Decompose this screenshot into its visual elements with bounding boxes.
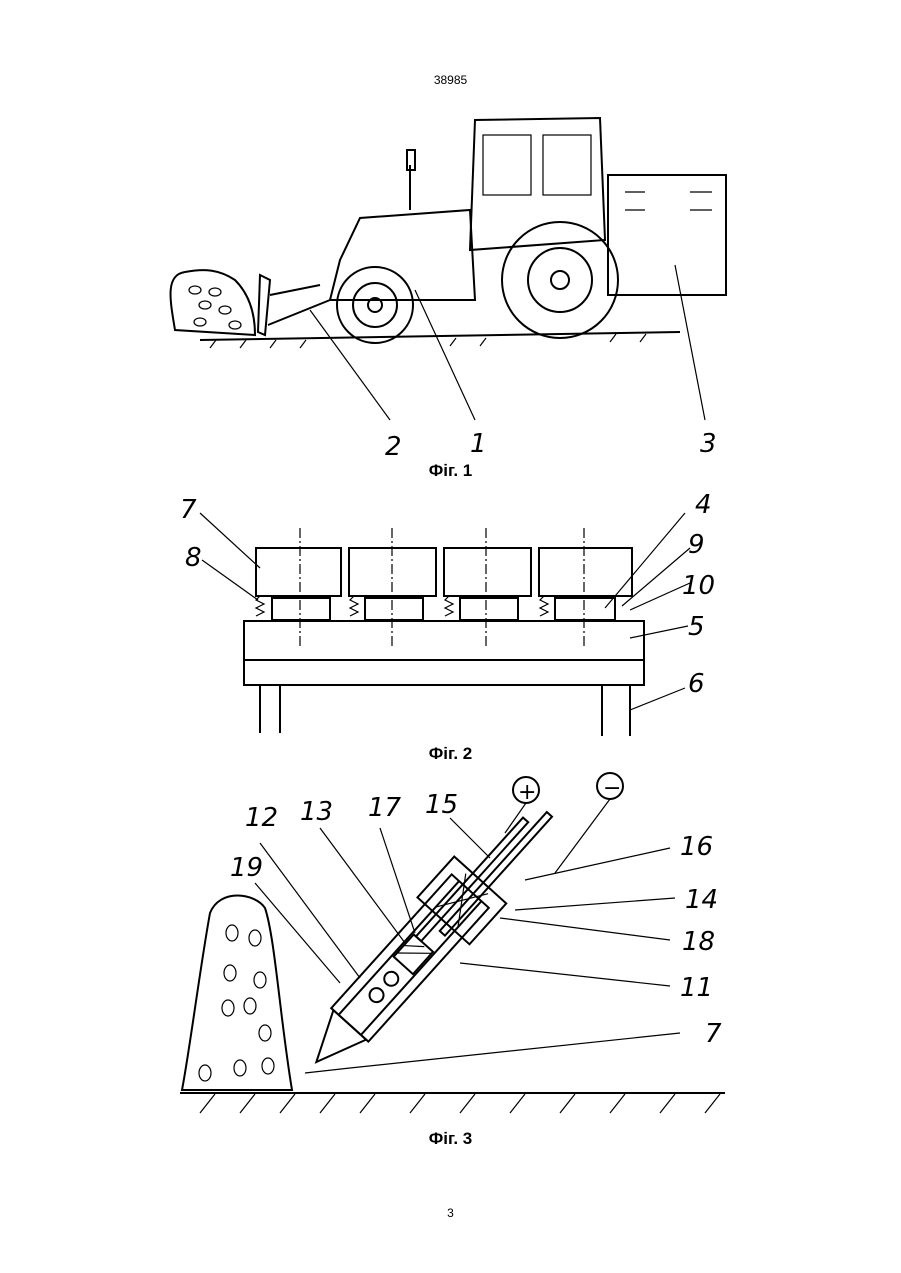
- figure-2-caption: Фіг. 2: [0, 744, 901, 764]
- fig3-label-15: 15: [425, 790, 458, 820]
- figure-1-caption: Фіг. 1: [0, 461, 901, 481]
- fig2-label-4: 4: [695, 490, 712, 520]
- fig2-label-7: 7: [180, 495, 197, 525]
- fig3-label-17: 17: [368, 793, 402, 823]
- fig3-label-18: 18: [682, 927, 715, 957]
- fig3-label-14: 14: [685, 885, 718, 915]
- figure-3-caption: Фіг. 3: [0, 1129, 901, 1149]
- fig3-label-12: 12: [245, 803, 278, 833]
- fig2-label-6: 6: [688, 669, 705, 699]
- fig3-label-13: 13: [300, 797, 333, 827]
- figure-1-drawing: 2 1 3: [160, 100, 740, 465]
- fig2-label-9: 9: [688, 530, 705, 560]
- page-code: 38985: [0, 73, 901, 87]
- fig2-label-10: 10: [682, 571, 715, 601]
- fig3-label-11: 11: [680, 973, 713, 1003]
- fig1-label-3: 3: [700, 429, 717, 459]
- figure-3-drawing: + − 12 13 17 15 19 16 14 18 11 7: [160, 768, 740, 1130]
- fig2-label-8: 8: [185, 543, 202, 573]
- fig3-label-16: 16: [680, 832, 713, 862]
- fig3-terminal-plus: +: [518, 780, 536, 805]
- fig1-label-2: 2: [385, 432, 402, 462]
- fig3-label-19: 19: [230, 853, 263, 883]
- fig1-label-1: 1: [470, 429, 487, 459]
- page-number: 3: [0, 1206, 901, 1220]
- fig3-label-7: 7: [705, 1019, 722, 1049]
- figure-2-drawing: 7 8 4 9 10 5 6: [160, 488, 740, 743]
- fig3-terminal-minus: −: [603, 776, 621, 801]
- fig2-label-5: 5: [688, 612, 705, 642]
